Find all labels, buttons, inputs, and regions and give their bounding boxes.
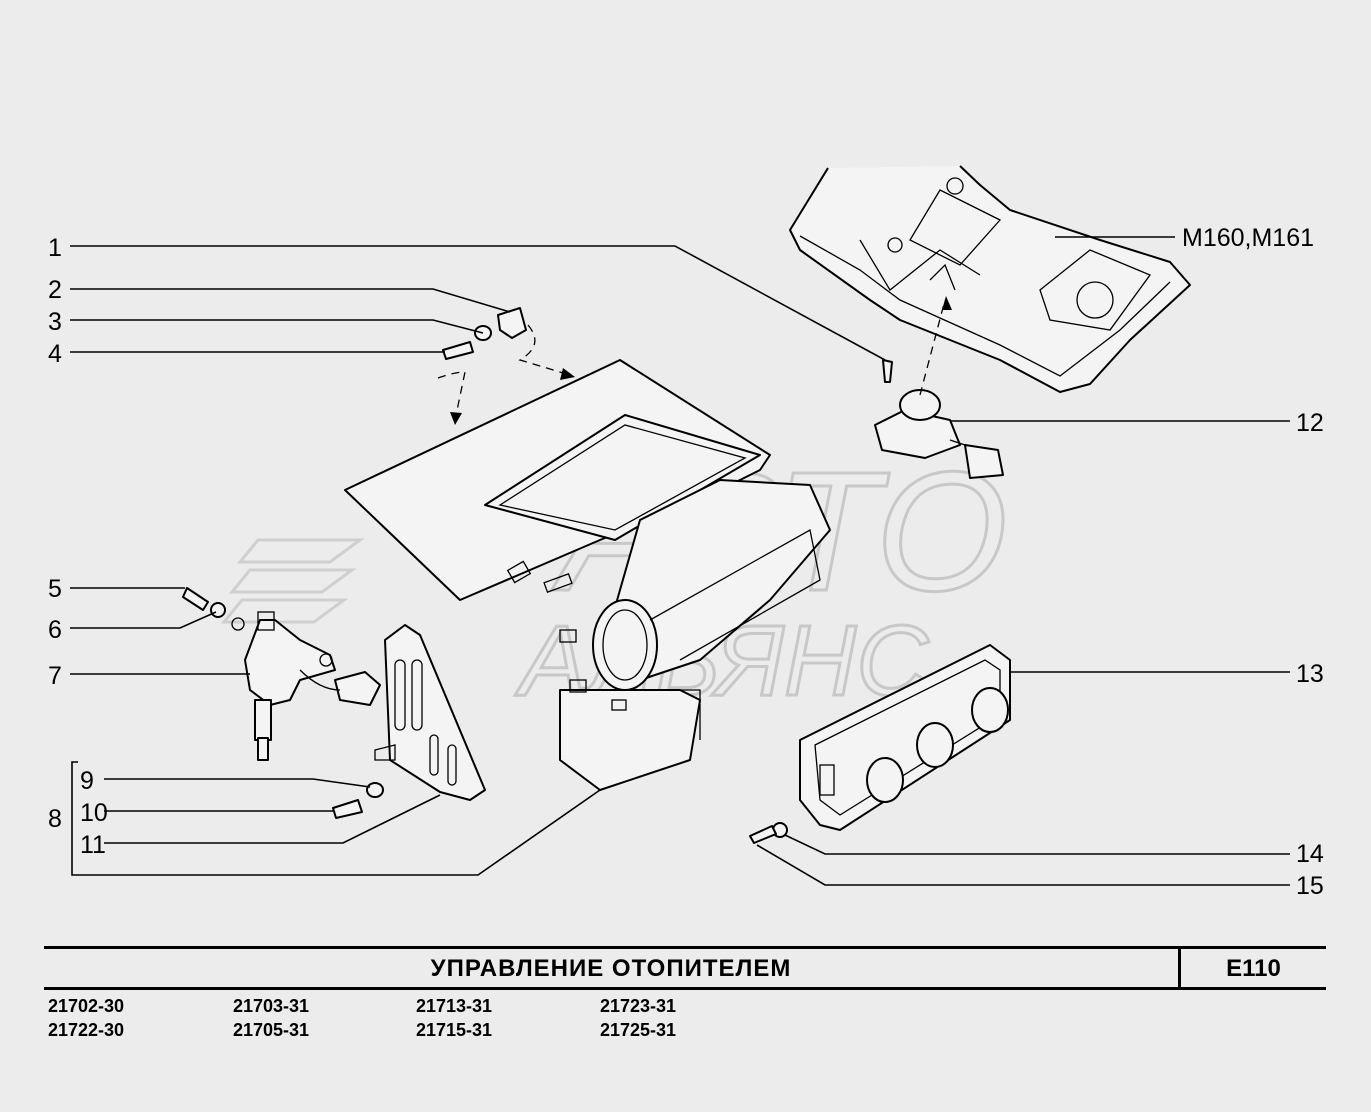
model-code: 21702-30 [48,996,125,1016]
callout-3: 3 [48,308,62,336]
control-cable-bracket [374,624,486,801]
washer-6 [210,602,226,618]
model-code: 21722-30 [48,1020,125,1040]
heater-control-panel [799,644,1011,831]
assembly-arrows [437,296,952,425]
dashboard-panel [789,165,1191,393]
callout-11: 11 [80,831,106,859]
model-code: 21713-31 [416,996,493,1016]
callout-4: 4 [48,340,62,368]
callout-9: 9 [80,767,94,795]
callout-2: 2 [48,276,62,304]
callout-5: 5 [48,575,62,603]
callout-13: 13 [1296,660,1324,688]
screw-15 [749,825,777,844]
model-code: 21705-31 [233,1020,310,1040]
callout-6: 6 [48,616,62,644]
callout-14: 14 [1296,840,1324,868]
model-code: 21723-31 [600,996,677,1016]
diagram-title: УПРАВЛЕНИЕ ОТОПИТЕЛЕМ [430,955,792,982]
heater-housing [344,359,831,791]
screw-4 [442,341,474,360]
model-code: 21715-31 [416,1020,493,1040]
callout-8: 8 [48,805,62,833]
callout-12: 12 [1296,409,1324,437]
callout-labels: 1 2 3 4 5 6 7 8 9 10 11 12 13 14 15 M160… [48,224,1324,900]
title-divider [1178,949,1181,987]
callout-15: 15 [1296,872,1324,900]
screw-5 [182,587,209,611]
screw-1 [882,359,893,383]
title-block: УПРАВЛЕНИЕ ОТОПИТЕЛЕМ E110 [44,946,1326,990]
clip-2 [497,307,527,339]
callout-10: 10 [80,799,108,827]
model-codes: 21702-30 21722-30 21703-31 21705-31 2171… [48,996,748,1044]
model-code: 21703-31 [233,996,310,1016]
model-code: 21725-31 [600,1020,677,1040]
washer-9 [366,782,384,798]
callout-m160-m161: M160,M161 [1182,224,1314,252]
watermark-logo-stripes [220,538,365,624]
leader-lines [70,236,1290,886]
screw-10 [332,799,363,819]
heater-valve-actuator [231,611,381,761]
flap-motor [874,389,1004,479]
callout-1: 1 [48,234,62,262]
page-code: E110 [1226,955,1281,982]
callout-7: 7 [48,662,62,690]
